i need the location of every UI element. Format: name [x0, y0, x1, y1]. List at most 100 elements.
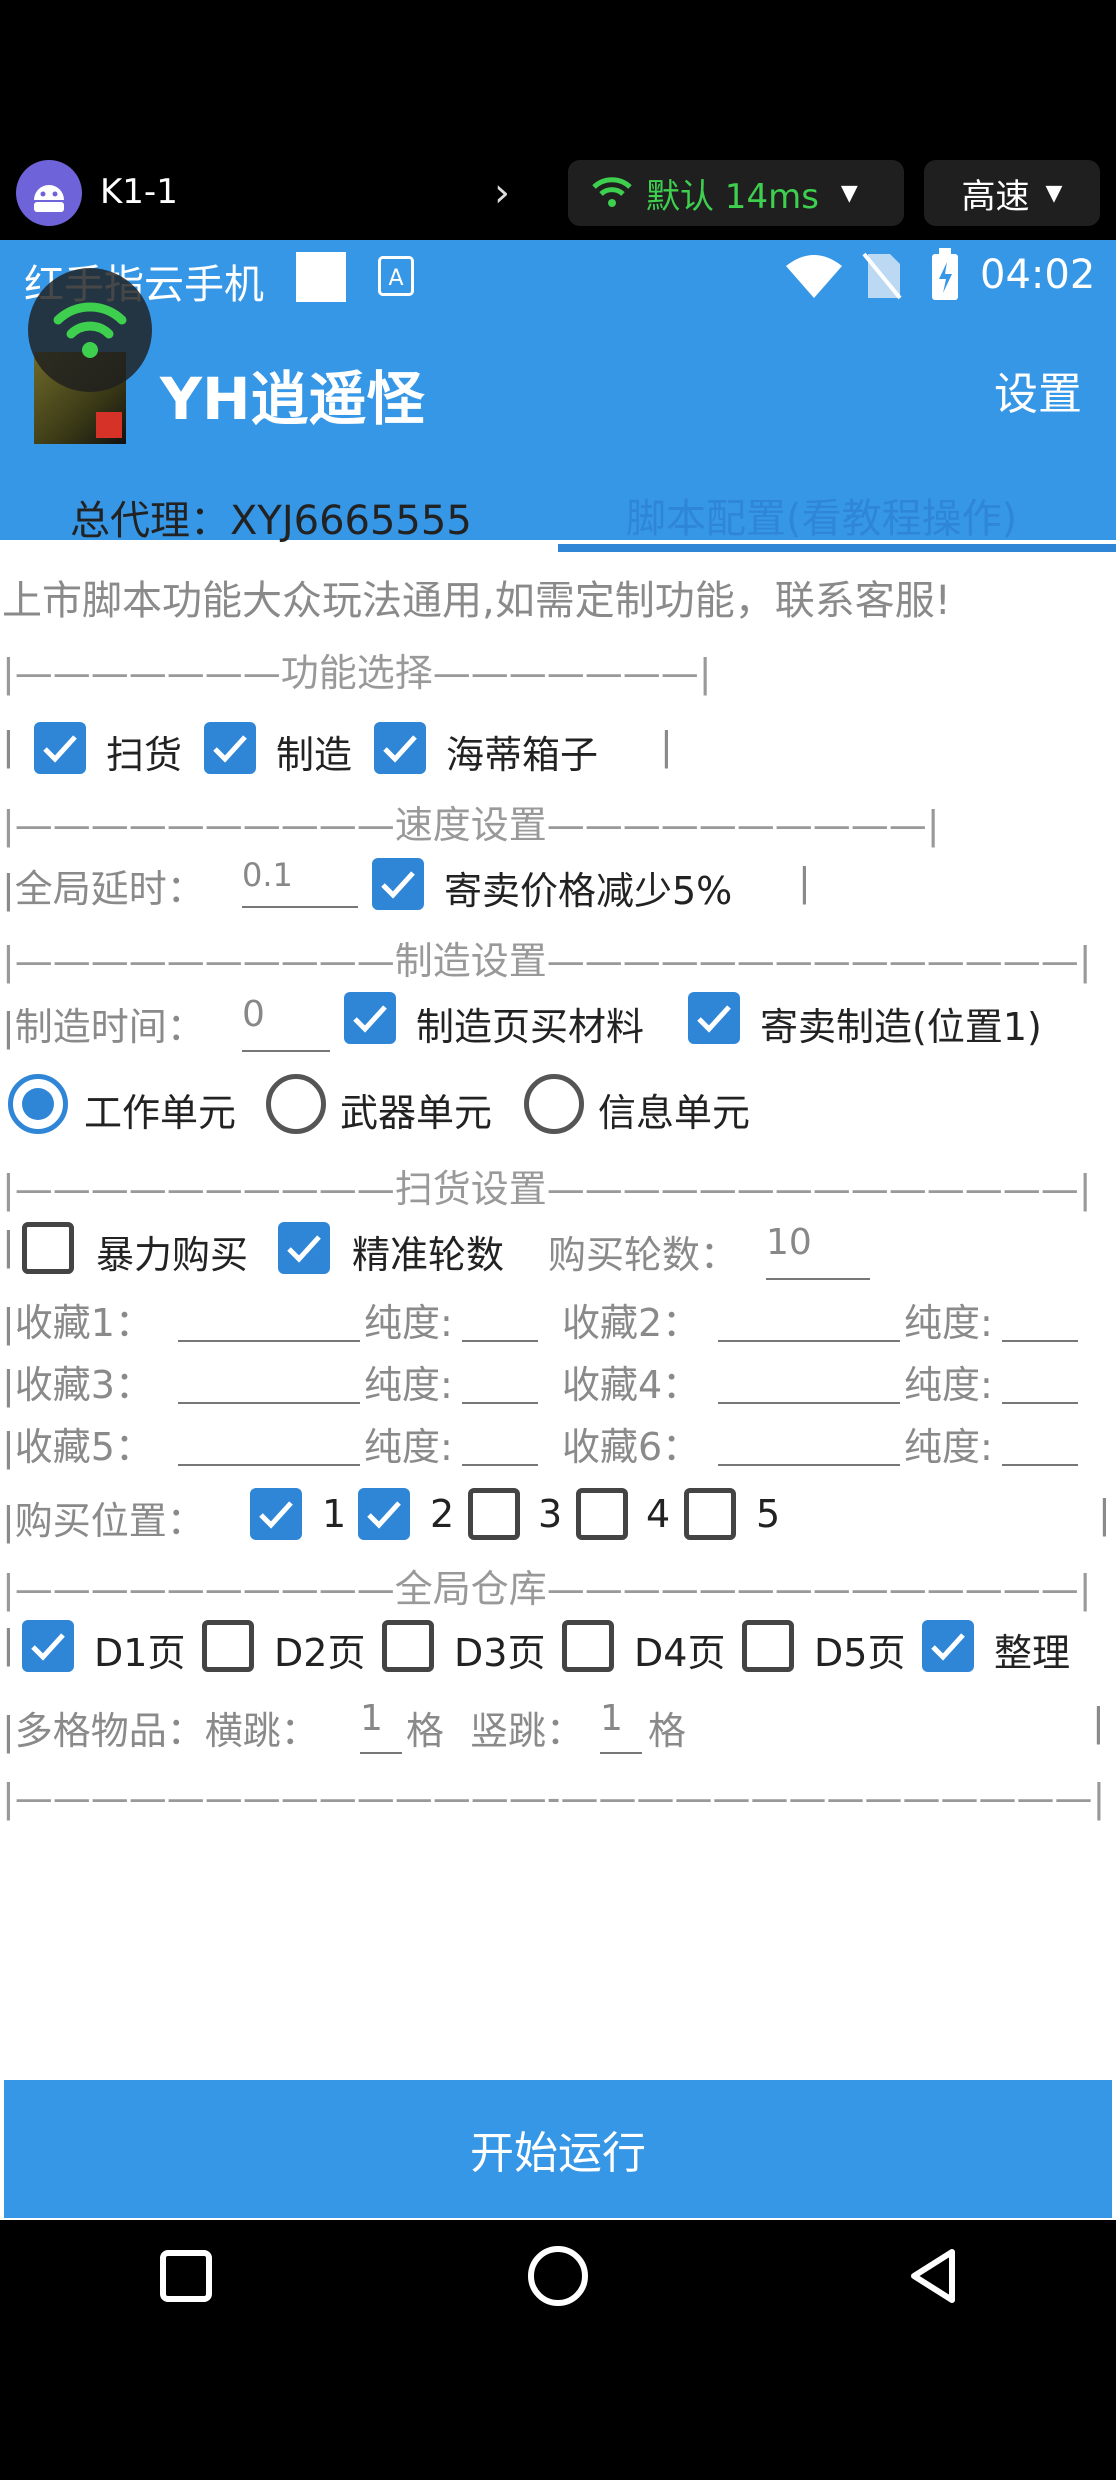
checkbox-position-4[interactable]	[576, 1488, 628, 1540]
checkbox-reduce-price[interactable]	[372, 858, 424, 910]
checkbox-position-5[interactable]	[684, 1488, 736, 1540]
fav1-purity-input[interactable]	[462, 1296, 538, 1342]
row-border: |	[798, 860, 811, 904]
label-page-d2: D2页	[274, 1631, 366, 1675]
fav3-label: |收藏3：	[2, 1363, 153, 1407]
checkbox-page-d4[interactable]	[562, 1620, 614, 1672]
fav2-purity-input[interactable]	[1002, 1296, 1078, 1342]
caret-down-icon: ▼	[840, 180, 858, 206]
fav5-input[interactable]	[178, 1420, 360, 1466]
label-weapon-unit: 武器单元	[340, 1091, 493, 1135]
wifi-icon	[786, 255, 842, 298]
row-border: |	[2, 724, 15, 768]
fav4-purity-input[interactable]	[1002, 1358, 1078, 1404]
label-page-d5: D5页	[814, 1631, 906, 1675]
fav4-label: 收藏4：	[562, 1363, 701, 1407]
checkbox-buy-material[interactable]	[344, 992, 396, 1044]
section-sweep: |——————————扫货设置——————————————|	[2, 1167, 1092, 1211]
navigation-bar	[0, 2220, 1116, 2340]
square-icon	[296, 252, 346, 302]
status-bar: 红手指云手机 A 04:02	[0, 240, 1116, 312]
floating-wifi-button[interactable]	[28, 268, 152, 392]
label-page-d1: D1页	[94, 1631, 186, 1675]
fav6-purity-input[interactable]	[1002, 1420, 1078, 1466]
wifi-icon	[592, 177, 632, 207]
make-time-input[interactable]: 0	[242, 994, 330, 1052]
label-position-1: 1	[322, 1492, 347, 1536]
label-position-2: 2	[430, 1492, 455, 1536]
label-make: 制造	[276, 733, 353, 777]
label-precise-rounds: 精准轮数	[352, 1233, 505, 1277]
keyboard-icon: A	[378, 256, 414, 296]
android-icon	[16, 160, 82, 226]
label-scan: 扫货	[106, 733, 183, 777]
fav6-input[interactable]	[718, 1420, 900, 1466]
label-position-3: 3	[538, 1492, 563, 1536]
fav4-input[interactable]	[718, 1358, 900, 1404]
label-tidy: 整理	[994, 1631, 1071, 1675]
start-button[interactable]: 开始运行	[4, 2080, 1112, 2218]
rounds-input[interactable]: 10	[766, 1222, 870, 1280]
radio-weapon-unit[interactable]	[266, 1074, 326, 1134]
home-icon[interactable]	[528, 2246, 588, 2306]
speed-selector[interactable]: 高速 ▼	[924, 160, 1100, 226]
back-icon[interactable]	[904, 2246, 960, 2306]
fav3-purity-input[interactable]	[462, 1358, 538, 1404]
checkbox-page-d2[interactable]	[202, 1620, 254, 1672]
label-position-4: 4	[646, 1492, 671, 1536]
tab-indicator	[558, 544, 1116, 552]
fav5-purity-input[interactable]	[462, 1420, 538, 1466]
checkbox-position-3[interactable]	[468, 1488, 520, 1540]
tab-script-config[interactable]: 脚本配置(看教程操作)	[626, 496, 1018, 542]
section-speed: |——————————速度设置——————————|	[2, 803, 940, 847]
tab-agent[interactable]: 总代理：XYJ6665555	[70, 498, 472, 544]
speed-label: 高速	[961, 176, 1030, 217]
app-header: YH逍遥怪 设置	[0, 268, 1116, 540]
radio-info-unit[interactable]	[524, 1074, 584, 1134]
fav2-input[interactable]	[718, 1296, 900, 1342]
chevron-right-icon[interactable]: ›	[494, 170, 510, 216]
checkbox-force-buy[interactable]	[22, 1222, 74, 1274]
label-info-unit: 信息单元	[598, 1091, 751, 1135]
v-jump-input[interactable]: 1	[600, 1698, 642, 1754]
fav3-purity-label: 纯度:	[364, 1363, 453, 1407]
radio-work-unit[interactable]	[8, 1074, 68, 1134]
fav4-purity-label: 纯度:	[904, 1363, 993, 1407]
checkbox-box[interactable]	[374, 722, 426, 774]
label-box: 海蒂箱子	[446, 733, 599, 777]
checkbox-page-d3[interactable]	[382, 1620, 434, 1672]
fav1-input[interactable]	[178, 1296, 360, 1342]
checkbox-precise-rounds[interactable]	[278, 1222, 330, 1274]
settings-button[interactable]: 设置	[994, 369, 1082, 420]
checkbox-tidy[interactable]	[922, 1620, 974, 1672]
app-title: YH逍遥怪	[160, 365, 425, 433]
fav3-input[interactable]	[178, 1358, 360, 1404]
row-border: |	[2, 1224, 15, 1268]
checkbox-make[interactable]	[204, 722, 256, 774]
label-page-d4: D4页	[634, 1631, 726, 1675]
network-selector[interactable]: 默认 14ms ▼	[568, 160, 904, 226]
checkbox-position-1[interactable]	[250, 1488, 302, 1540]
fav1-label: |收藏1：	[2, 1301, 153, 1345]
label-work-unit: 工作单元	[84, 1091, 237, 1135]
battery-icon	[932, 248, 958, 300]
h-jump-input[interactable]: 1	[360, 1698, 402, 1754]
checkbox-consign-make[interactable]	[688, 992, 740, 1044]
section-end: |——————————————-——————————————|	[2, 1776, 1106, 1820]
recents-icon[interactable]	[160, 2250, 212, 2302]
checkbox-scan[interactable]	[34, 722, 86, 774]
checkbox-page-d5[interactable]	[742, 1620, 794, 1672]
section-make: |——————————制造设置——————————————|	[2, 939, 1092, 983]
device-bar: K1-1 › 默认 14ms ▼ 高速 ▼	[0, 150, 1116, 242]
buy-position-label: |购买位置：	[2, 1499, 205, 1543]
flag-badge	[96, 412, 122, 438]
no-sim-icon	[862, 252, 902, 300]
fav5-label: |收藏5：	[2, 1425, 153, 1469]
checkbox-page-d1[interactable]	[22, 1620, 74, 1672]
row-border: |	[1092, 1700, 1105, 1744]
rounds-label: 购买轮数：	[548, 1233, 739, 1277]
fav5-purity-label: 纯度:	[364, 1425, 453, 1469]
unit-1: 格	[406, 1709, 445, 1753]
delay-input[interactable]: 0.1	[242, 856, 358, 908]
checkbox-position-2[interactable]	[358, 1488, 410, 1540]
